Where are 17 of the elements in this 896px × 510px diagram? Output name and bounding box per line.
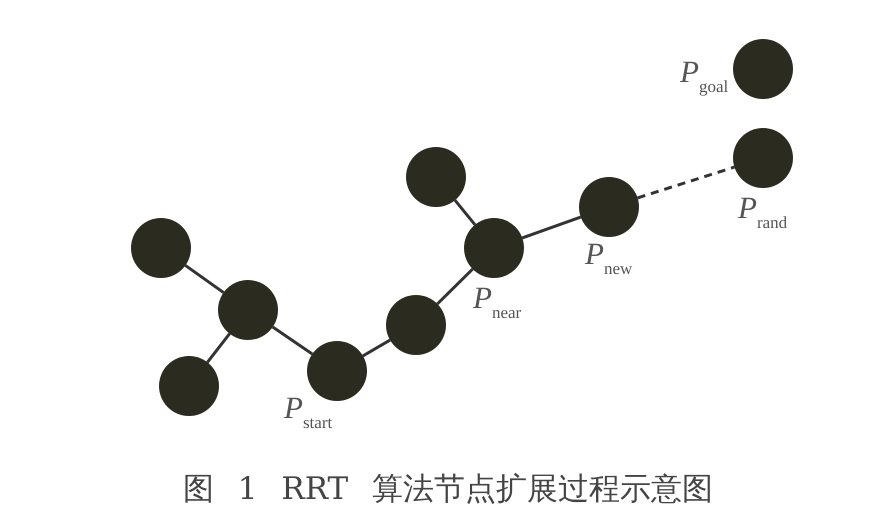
- connector-line: [522, 216, 582, 240]
- node-label: P$_{near}$: [473, 282, 522, 321]
- node-label: P$_{goal}$: [680, 56, 728, 95]
- dashed-line: [637, 166, 735, 200]
- node-label: P$_{start}$: [284, 392, 332, 431]
- node-label: P$_{new}$: [585, 238, 632, 277]
- connector-line: [272, 326, 314, 356]
- tree-node-circle: [218, 280, 278, 340]
- connector-line: [184, 264, 224, 294]
- figure-caption: 图 1 RRT 算法节点扩展过程示意图: [182, 470, 714, 509]
- connector-line: [454, 199, 476, 226]
- connector-line: [206, 332, 231, 364]
- connector-line: [436, 268, 474, 305]
- tree-node-circle: [464, 218, 524, 278]
- tree-node-circle: [386, 295, 446, 355]
- node-label: P$_{rand}$: [738, 192, 788, 231]
- connector-line: [362, 338, 391, 358]
